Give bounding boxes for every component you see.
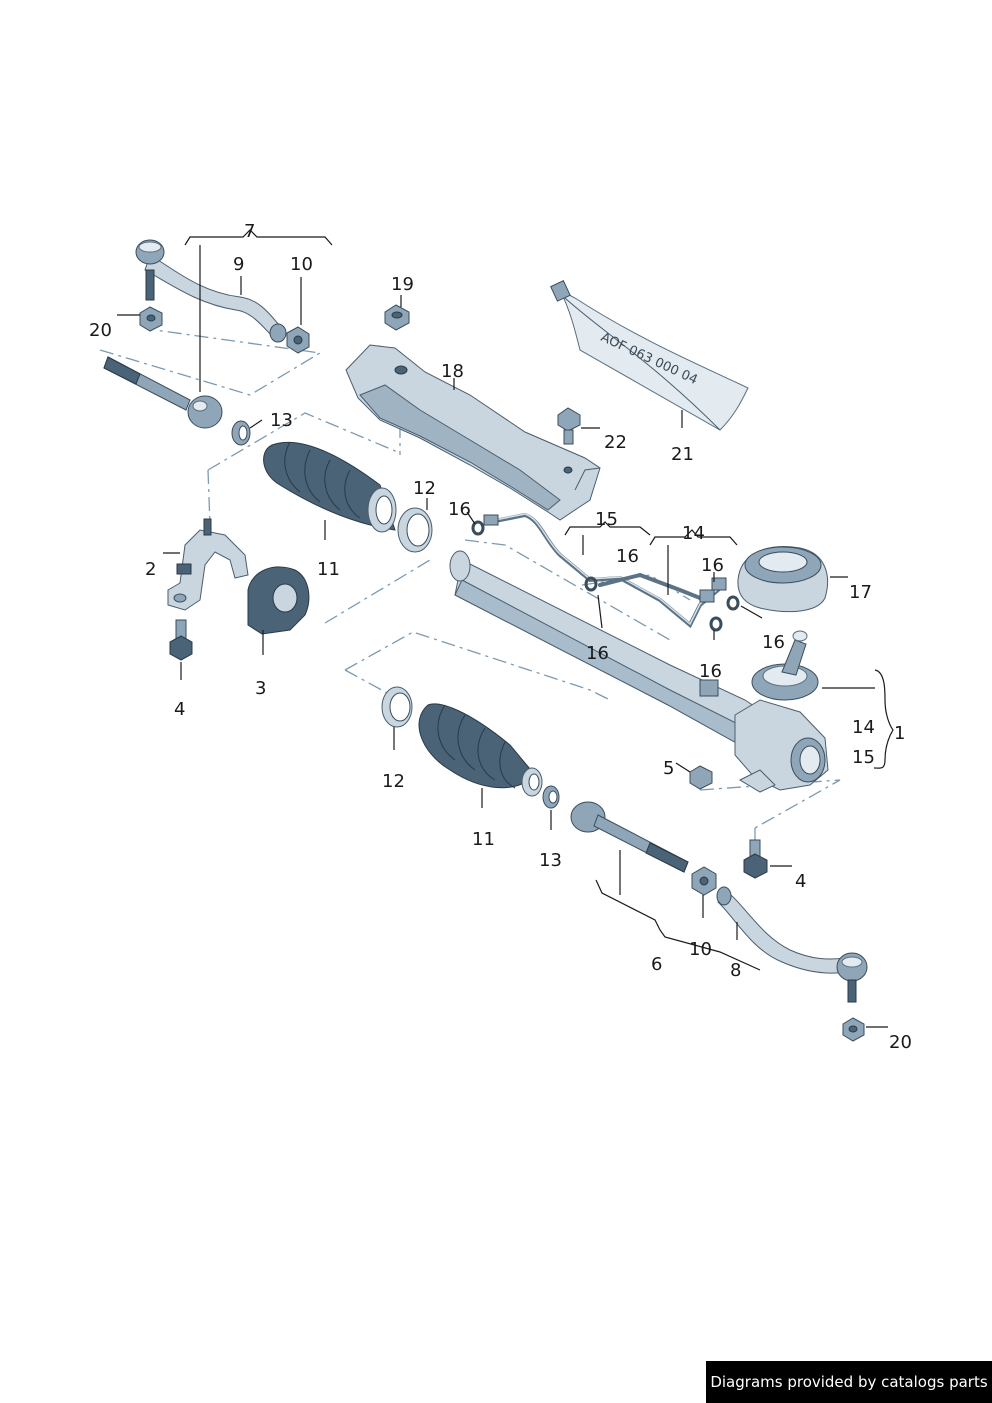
bolt-4-left [169,619,193,661]
callout-labels: 7 9 10 20 13 19 18 22 21 12 16 15 14 16 … [89,221,912,1053]
bolt-22 [557,407,581,445]
clamp-12-left [397,507,433,553]
steering-rack-housing-1 [449,550,829,793]
label-20-right: 20 [889,1032,912,1053]
label-16-c: 16 [701,555,724,576]
label-3: 3 [255,678,266,699]
label-10-right: 10 [689,939,712,960]
nut-19 [384,304,410,331]
bolt-4-right [743,839,768,879]
label-16-d: 16 [762,632,785,653]
o-rings-16 [471,520,740,632]
label-5: 5 [663,758,674,779]
label-19: 19 [391,274,414,295]
label-15-top: 15 [595,509,618,530]
label-13-right: 13 [539,850,562,871]
tie-rod-end-right [716,886,868,1003]
clamp-12-right [381,686,413,728]
label-11-left: 11 [317,559,340,580]
rubber-mount-3 [247,566,310,635]
label-11-right: 11 [472,829,495,850]
label-10-left: 10 [290,254,313,275]
label-15-right: 15 [852,747,875,768]
label-9: 9 [233,254,244,275]
label-17: 17 [849,582,872,603]
label-18: 18 [441,361,464,382]
boot-11-right [418,703,543,797]
label-16-a: 16 [448,499,471,520]
label-16-b: 16 [616,546,639,567]
cover-17 [737,546,829,613]
label-7: 7 [244,221,255,242]
label-20-left: 20 [89,320,112,341]
hydraulic-lines [483,512,727,629]
label-16-f: 16 [699,661,722,682]
inner-tie-rod-right [570,801,689,873]
label-14-top: 14 [682,523,705,544]
nut-10-left [286,326,310,354]
label-22: 22 [604,432,627,453]
label-8: 8 [730,960,741,981]
leader-lines [117,229,894,1028]
clamp-ring-13-left [231,420,251,446]
inner-tie-rod-left [103,356,223,429]
nut-20-left [139,306,163,332]
label-2: 2 [145,559,156,580]
grease-tube-21: AOF 063 000 04 [550,280,749,431]
label-16-e: 16 [586,643,609,664]
attribution-banner: Diagrams provided by catalogs parts [706,1361,992,1403]
label-13-left: 13 [270,410,293,431]
mounting-bracket-2 [167,518,249,611]
label-1: 1 [894,723,905,744]
label-12-right: 12 [382,771,405,792]
label-4-left: 4 [174,699,185,720]
label-6: 6 [651,954,662,975]
nut-20-right [842,1017,865,1042]
assembly-dash-lines [99,329,841,845]
clamp-ring-13-right [542,785,560,809]
heat-shield-18 [345,344,601,521]
label-12-left: 12 [413,478,436,499]
label-4-right: 4 [795,871,806,892]
tie-rod-end-left [135,239,287,343]
nut-10-right [691,866,717,896]
label-21: 21 [671,444,694,465]
label-14-right: 14 [852,717,875,738]
boot-11-left [263,441,397,533]
